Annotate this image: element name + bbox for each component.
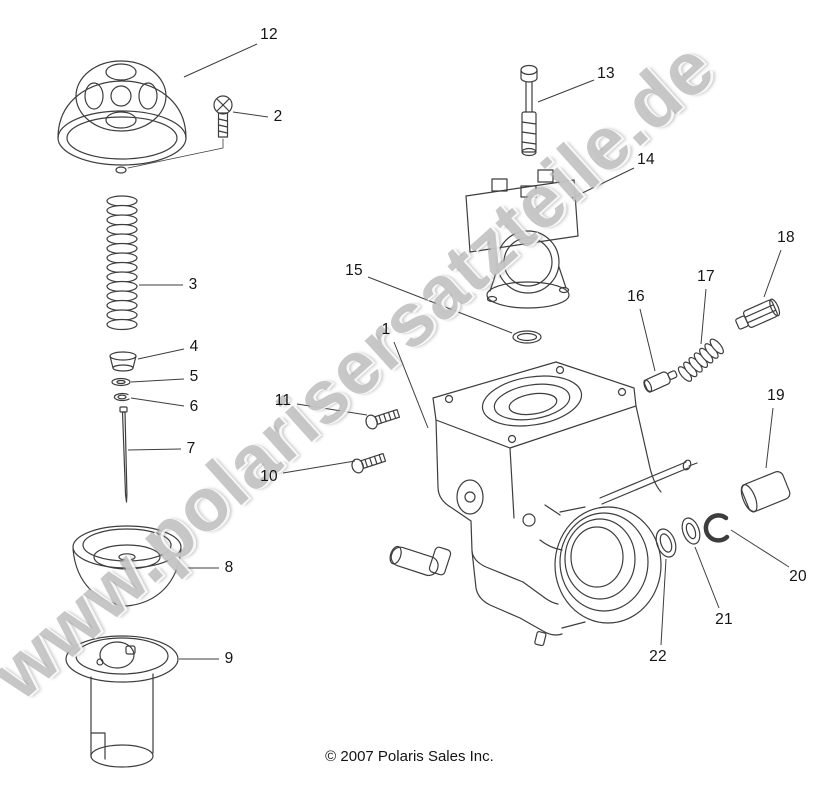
part-4-needle-seat (109, 351, 137, 372)
part-10-screw (351, 452, 387, 474)
part-22-seal (655, 528, 677, 558)
part-5-washer (111, 377, 131, 387)
part-13-long-screw (520, 64, 538, 157)
part-21-washer (681, 517, 701, 545)
part-20-e-clip (703, 513, 730, 543)
part-3-slide-spring (106, 195, 138, 331)
part-2-cover-screw (213, 95, 233, 138)
assembly-line-screw-2 (127, 138, 224, 169)
part-1-carburetor-body (389, 361, 698, 647)
part-14-vacuum-housing (465, 169, 579, 309)
part-6-clip (113, 392, 130, 402)
copyright-text: © 2007 Polaris Sales Inc. (325, 748, 494, 765)
part-11-screw (365, 408, 401, 430)
part-9-throttle-slide (65, 635, 179, 768)
part-19-bushing (740, 471, 791, 513)
part-15-o-ring (512, 330, 542, 344)
part-7-jet-needle (119, 406, 128, 503)
part-16-plunger (643, 370, 678, 393)
part-17-spring (677, 338, 724, 382)
part-18-fitting (735, 298, 781, 330)
part-12-diaphragm-cover (57, 60, 187, 174)
part-8-diaphragm (72, 525, 182, 607)
